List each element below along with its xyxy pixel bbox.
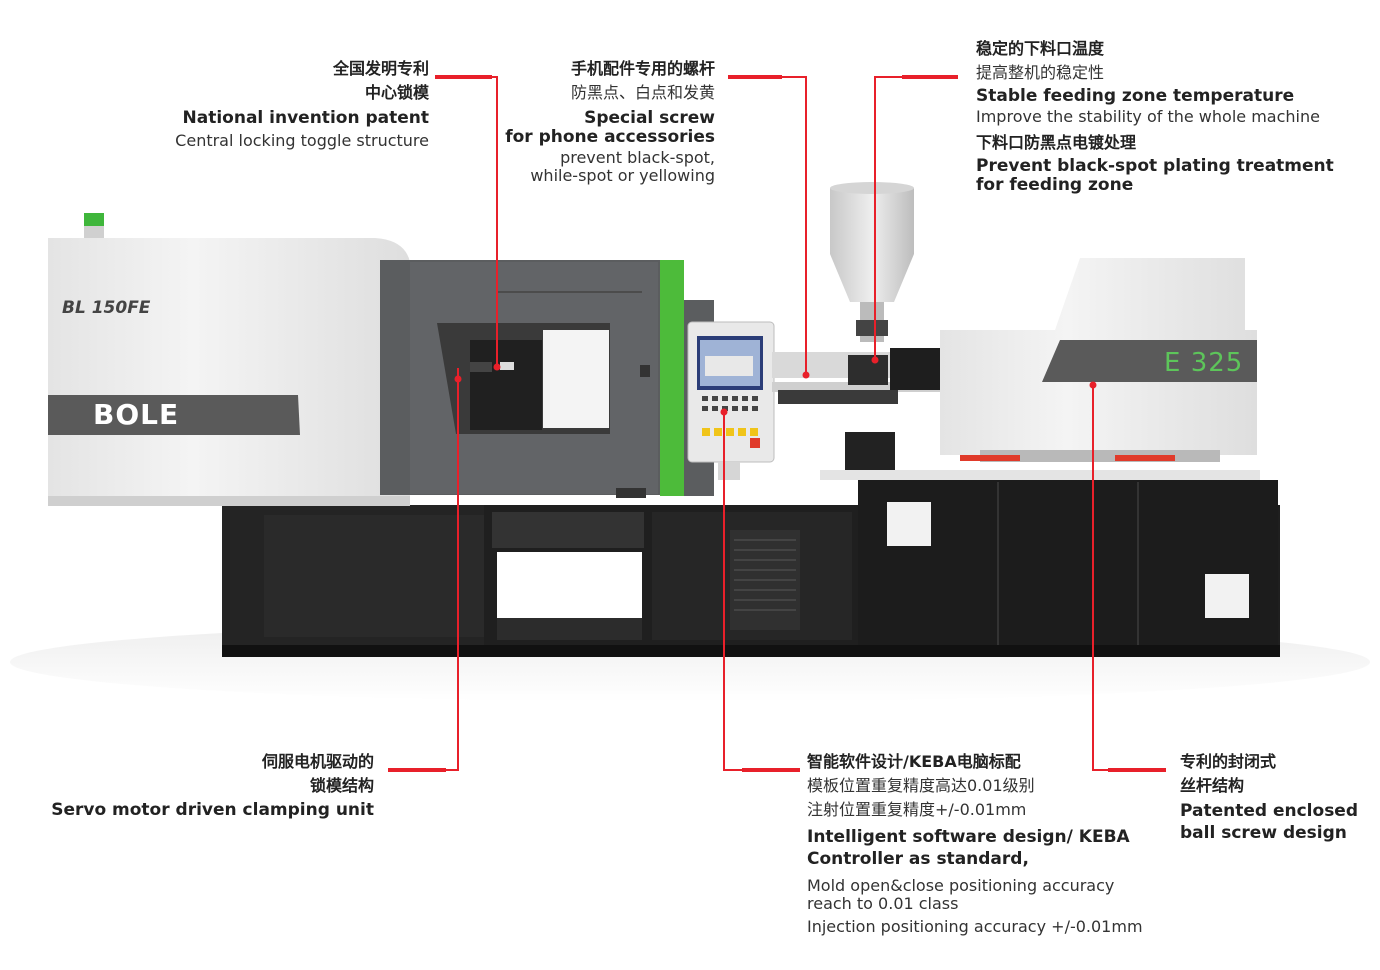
callout-patent: 全国发明专利 中心锁模 National invention patent Ce…	[175, 60, 429, 150]
callout-software: 智能软件设计/KEBA电脑标配 模板位置重复精度高达0.01级别 注射位置重复精…	[807, 753, 1143, 936]
callout-screw-en4: while-spot or yellowing	[530, 165, 715, 185]
clamp-cover	[48, 238, 410, 500]
callout-software-en1: Intelligent software design/ KEBA	[807, 826, 1130, 847]
callout-feeding-en3: Prevent black-spot plating treatment	[976, 155, 1334, 176]
callout-feeding-en2: Improve the stability of the whole machi…	[976, 106, 1320, 126]
injection-unit-label: E 325	[1164, 348, 1244, 378]
callout-software-en5: Injection positioning accuracy +/-0.01mm	[807, 916, 1143, 936]
callout-ballscrew-en2: ball screw design	[1180, 822, 1347, 843]
brand-logo: BOLE	[93, 398, 180, 431]
callout-servo: 伺服电机驱动的 锁模结构 Servo motor driven clamping…	[51, 753, 374, 820]
callout-feeding-en4: for feeding zone	[976, 174, 1134, 195]
callout-feeding-en1: Stable feeding zone temperature	[976, 85, 1295, 106]
callout-servo-zh2: 锁模结构	[309, 775, 374, 795]
callout-screw-en2: for phone accessories	[505, 126, 715, 147]
callout-screw-en1: Special screw	[584, 107, 715, 128]
green-panel	[660, 260, 684, 496]
callout-ballscrew-zh1: 专利的封闭式	[1180, 752, 1277, 771]
callout-patent-zh1: 全国发明专利	[332, 59, 429, 78]
callout-feeding: 稳定的下料口温度 提高整机的稳定性 Stable feeding zone te…	[976, 40, 1334, 195]
callout-software-zh2: 模板位置重复精度高达0.01级别	[807, 775, 1035, 795]
callout-screw-en3: prevent black-spot,	[560, 147, 715, 167]
callout-patent-zh2: 中心锁模	[364, 82, 429, 102]
callout-feeding-zh1: 稳定的下料口温度	[976, 39, 1105, 58]
callout-software-zh3: 注射位置重复精度+/-0.01mm	[807, 799, 1027, 819]
material-hopper	[830, 188, 914, 302]
callout-ballscrew: 专利的封闭式 丝杆结构 Patented enclosed ball screw…	[1180, 753, 1358, 843]
injection-stripe	[1042, 340, 1257, 382]
callout-software-en2: Controller as standard,	[807, 848, 1029, 869]
brand-stripe	[48, 395, 300, 435]
callout-screw-zh1: 手机配件专用的螺杆	[570, 59, 715, 78]
callout-patent-en1: National invention patent	[182, 107, 429, 128]
callout-ballscrew-en1: Patented enclosed	[1180, 800, 1359, 821]
callout-software-zh1: 智能软件设计/KEBA电脑标配	[807, 752, 1021, 771]
callout-screw: 手机配件专用的螺杆 防黑点、白点和发黄 Special screw for ph…	[505, 60, 715, 185]
callout-servo-zh1: 伺服电机驱动的	[261, 752, 374, 771]
callout-feeding-zh2: 提高整机的稳定性	[976, 62, 1105, 82]
model-label: BL 150FE	[62, 298, 151, 318]
callout-ballscrew-zh2: 丝杆结构	[1180, 775, 1245, 795]
callout-screw-zh2: 防黑点、白点和发黄	[570, 82, 715, 102]
callout-servo-en1: Servo motor driven clamping unit	[51, 799, 374, 820]
callout-feeding-zh3: 下料口防黑点电镀处理	[976, 132, 1137, 152]
callout-software-en3: Mold open&close positioning accuracy	[807, 875, 1115, 895]
callout-patent-en2: Central locking toggle structure	[175, 130, 429, 150]
callout-software-en4: reach to 0.01 class	[807, 893, 959, 913]
